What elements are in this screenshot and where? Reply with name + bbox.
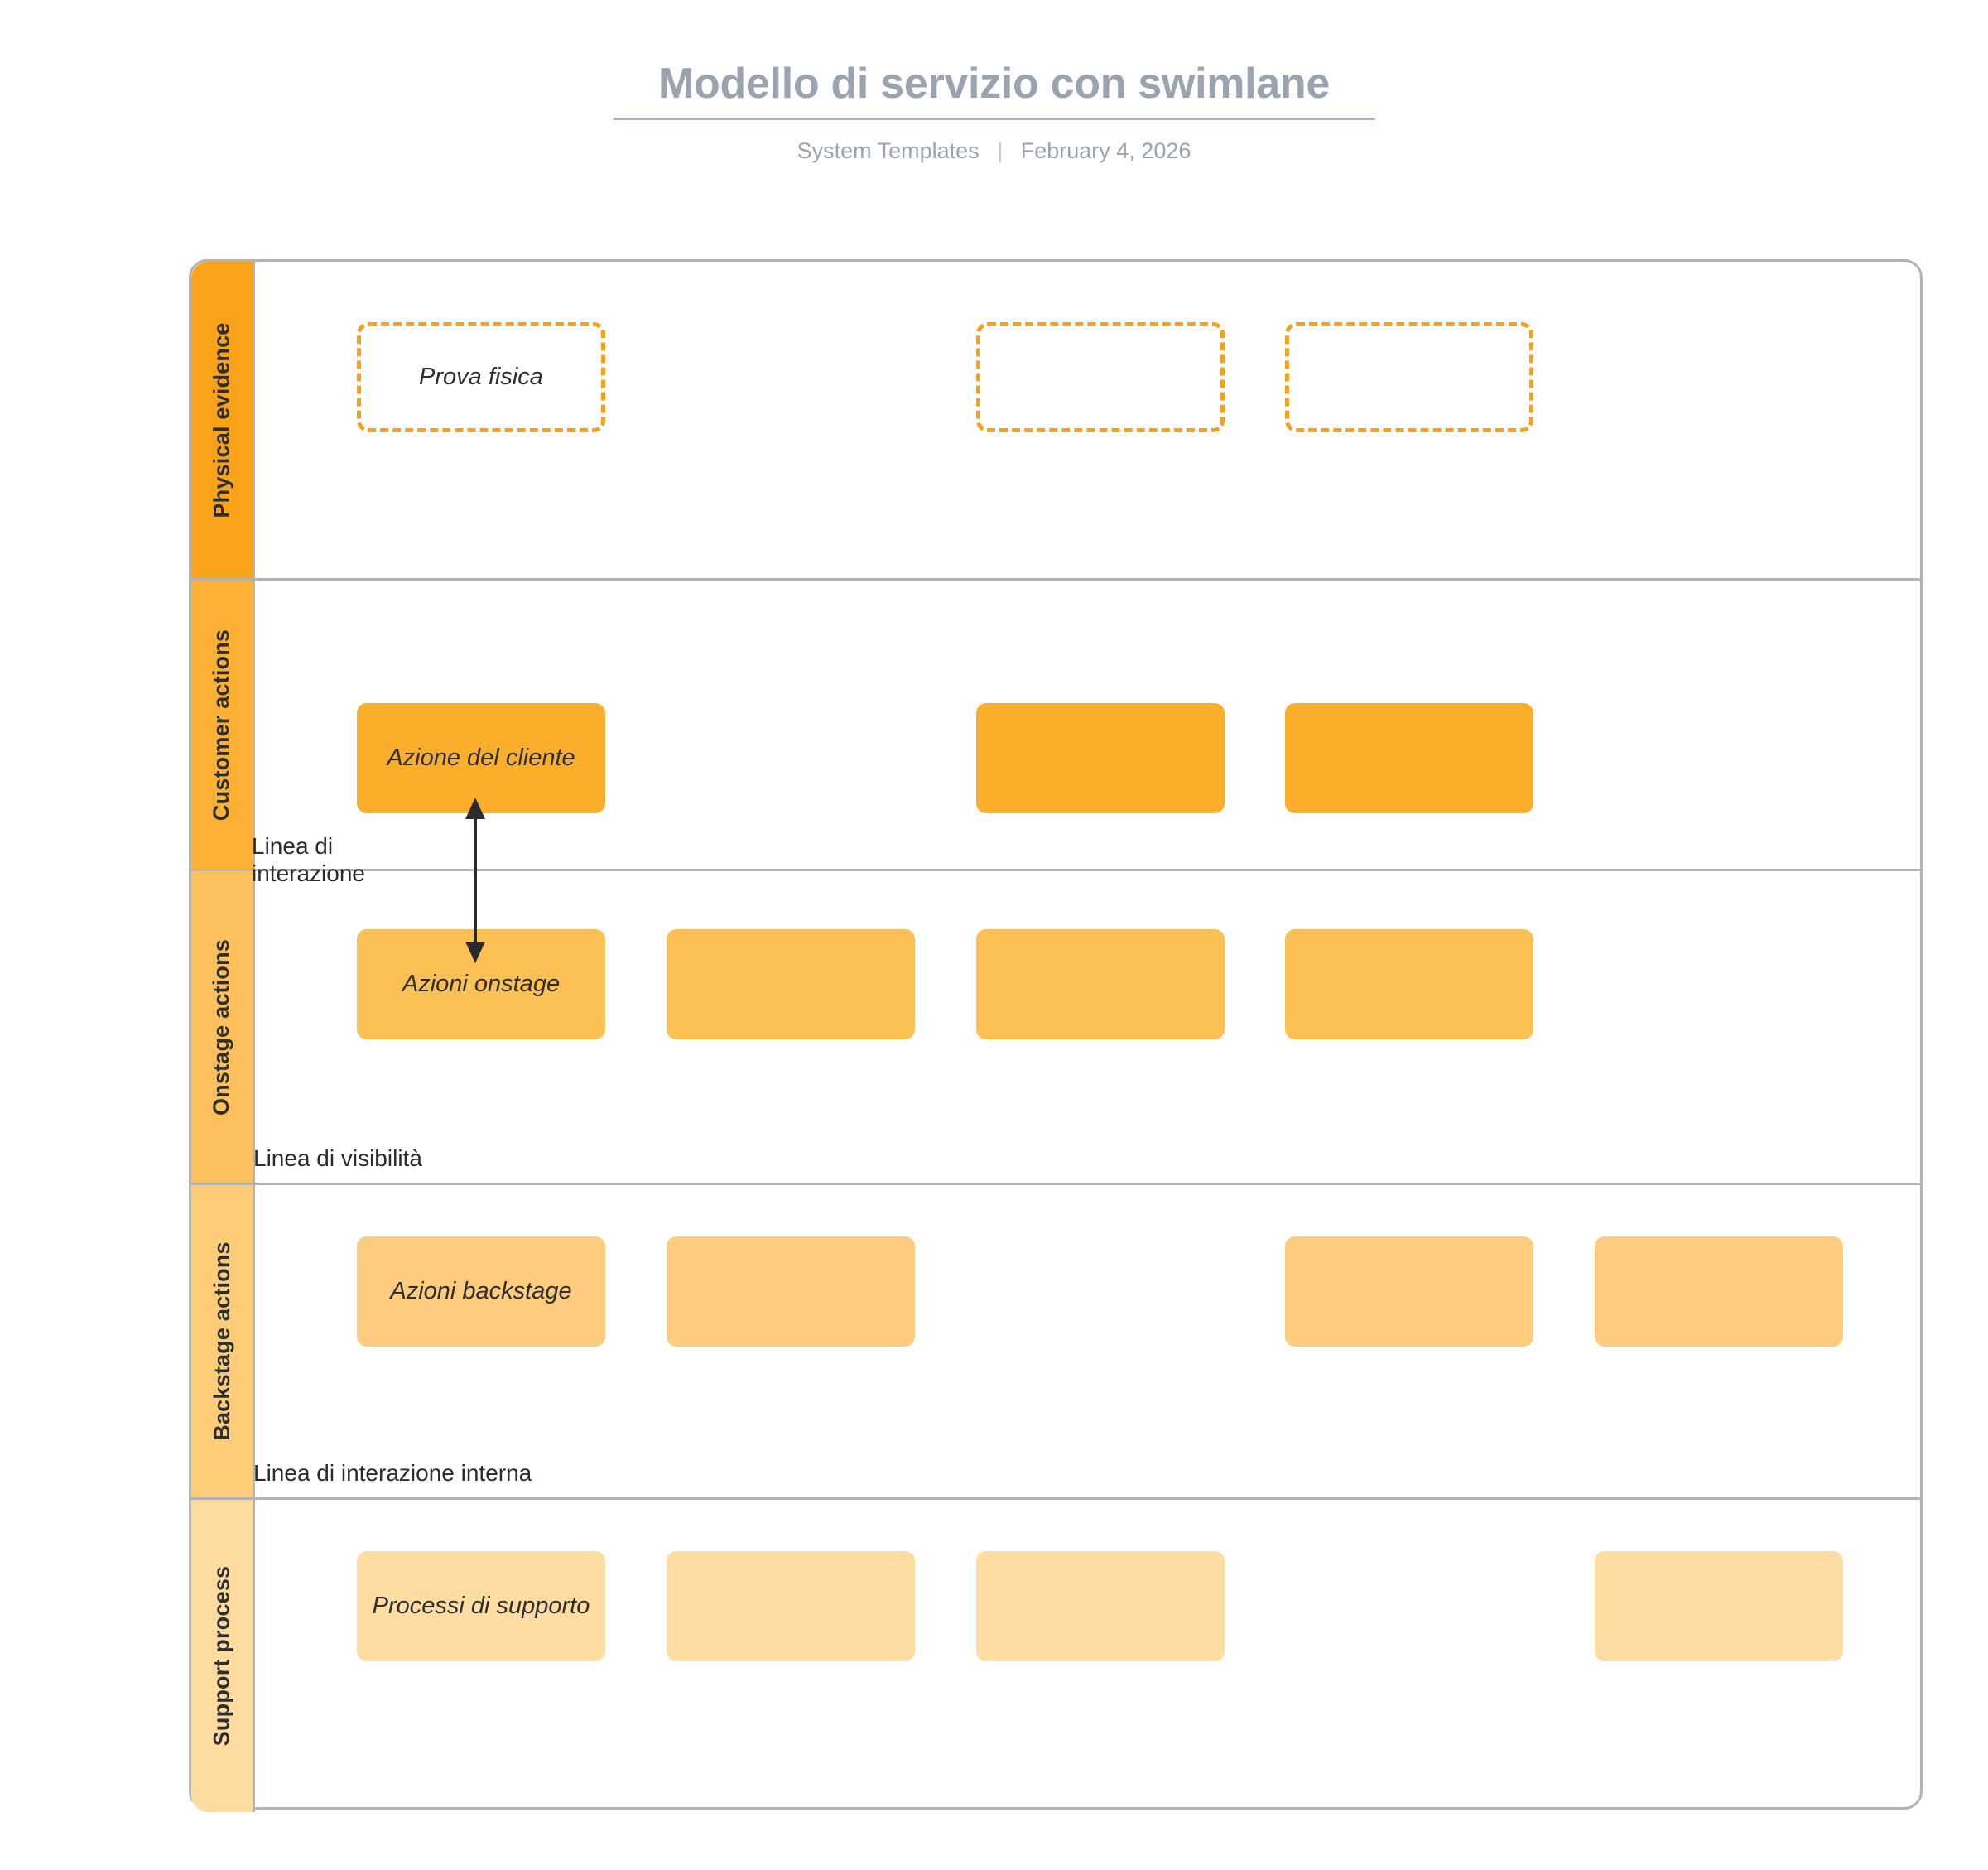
node-label: Prova fisica [419, 363, 543, 390]
node-label: Azione del cliente [387, 744, 575, 771]
node-backstage-actions-4[interactable] [1285, 1236, 1533, 1347]
node-label: Processi di supporto [372, 1592, 590, 1619]
node-backstage-actions-1[interactable]: Azioni backstage [357, 1236, 605, 1347]
lane-label-onstage-actions: Onstage actions [209, 938, 234, 1116]
lane-body-backstage-actions: Azioni backstage [253, 1185, 1920, 1497]
node-label: Azioni onstage [402, 970, 561, 997]
node-backstage-actions-5[interactable] [1595, 1236, 1843, 1347]
subtitle-source: System Templates [797, 137, 980, 163]
annotation-line-of-interaction: Linea di interazione [252, 833, 365, 887]
node-customer-actions-1[interactable]: Azione del cliente [357, 703, 605, 813]
node-support-process-2[interactable] [667, 1551, 915, 1661]
page-title: Modello di servizio con swimlane [657, 60, 1331, 108]
node-support-process-1[interactable]: Processi di supporto [357, 1551, 605, 1661]
lane-body-onstage-actions: Azioni onstage [253, 871, 1920, 1183]
document-subtitle: System Templates | February 4, 2026 [0, 120, 1988, 164]
subtitle-separator: | [997, 137, 1004, 163]
lane-header-physical-evidence[interactable]: Physical evidence [191, 262, 253, 578]
node-customer-actions-3[interactable] [976, 703, 1225, 813]
lane-header-customer-actions[interactable]: Customer actions [191, 581, 253, 869]
node-onstage-actions-1[interactable]: Azioni onstage [357, 929, 605, 1039]
node-physical-evidence-3[interactable] [976, 322, 1225, 432]
subtitle-date: February 4, 2026 [1020, 137, 1191, 163]
node-physical-evidence-1[interactable]: Prova fisica [357, 322, 605, 432]
title-divider [613, 117, 1375, 120]
lane-label-physical-evidence: Physical evidence [209, 321, 234, 518]
swimlane-support-process: Support process Processi di supporto [191, 1497, 1920, 1812]
swimlane-physical-evidence: Physical evidence Prova fisica [191, 262, 1920, 578]
lane-body-support-process: Processi di supporto [253, 1500, 1920, 1812]
lane-header-backstage-actions[interactable]: Backstage actions [191, 1185, 253, 1497]
annotation-line-of-internal-interaction: Linea di interazione interna [253, 1460, 532, 1486]
lane-header-support-process[interactable]: Support process [191, 1500, 253, 1812]
node-label: Azioni backstage [390, 1277, 572, 1304]
lane-header-onstage-actions[interactable]: Onstage actions [191, 871, 253, 1183]
annotation-line-of-visibility: Linea di visibilità [253, 1145, 422, 1171]
interaction-arrow [454, 798, 497, 963]
node-onstage-actions-4[interactable] [1285, 929, 1533, 1039]
swimlane-onstage-actions: Onstage actions Azioni onstage [191, 869, 1920, 1183]
lane-label-customer-actions: Customer actions [209, 629, 234, 821]
document-header: Modello di servizio con swimlane System … [0, 0, 1988, 164]
lane-label-backstage-actions: Backstage actions [209, 1241, 234, 1441]
node-backstage-actions-2[interactable] [667, 1236, 915, 1347]
node-onstage-actions-2[interactable] [667, 929, 915, 1039]
lane-body-customer-actions: Azione del cliente [253, 581, 1920, 869]
node-support-process-3[interactable] [976, 1551, 1225, 1661]
node-customer-actions-4[interactable] [1285, 703, 1533, 813]
lane-label-support-process: Support process [209, 1565, 234, 1747]
lane-body-physical-evidence: Prova fisica [253, 262, 1920, 578]
node-support-process-5[interactable] [1595, 1551, 1843, 1661]
swimlane-backstage-actions: Backstage actions Azioni backstage [191, 1183, 1920, 1497]
node-onstage-actions-3[interactable] [976, 929, 1225, 1039]
node-physical-evidence-4[interactable] [1285, 322, 1533, 432]
